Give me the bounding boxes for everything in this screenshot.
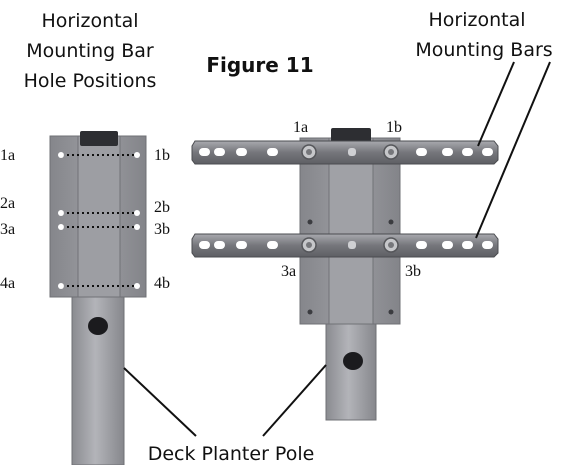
left-bracket-cap [80,131,118,146]
right-pole-hole [343,352,363,370]
leader-line-bottom-bar [475,61,551,239]
right-title-line-2: Mounting Bars [415,39,552,61]
left-bracket-channel [77,135,121,298]
hole-label-3a: 3a [0,221,15,238]
photo-label-3b: 3b [405,263,421,280]
hole-label-2a: 2a [0,195,15,212]
mounting-bar-top [191,140,499,165]
right-bracket-photo: 1a 1b 3a 3b [191,119,499,421]
leader-line-right-pole [262,364,327,437]
right-title: Horizontal Mounting Bars [415,9,552,61]
hole-label-1b: 1b [154,147,170,164]
hole-label-1a: 1a [0,147,15,164]
photo-label-3a: 3a [281,263,296,280]
photo-label-1b: 1b [386,119,402,136]
pole-label: Deck Planter Pole [148,443,315,465]
right-bracket-cap [331,128,371,144]
leader-line-left-pole [123,367,197,437]
left-title: Horizontal Mounting Bar Hole Positions [24,10,157,92]
right-bracket-channel [328,137,374,325]
hole-row-4 [58,283,140,289]
hole-label-4b: 4b [154,275,170,292]
left-title-line-1: Horizontal [41,10,138,32]
hole-label-2b: 2b [154,199,170,216]
figure-title: Figure 11 [206,53,313,77]
left-title-line-3: Hole Positions [24,70,157,92]
hole-row-3 [58,224,140,230]
hole-label-3b: 3b [154,221,170,238]
photo-label-1a: 1a [293,119,308,136]
right-title-line-1: Horizontal [428,9,525,31]
leader-line-top-bar [477,61,515,147]
hole-row-1 [58,152,140,158]
hole-row-2 [58,210,140,216]
mounting-bar-bottom [191,233,499,258]
left-pole-hole [88,317,108,335]
leader-lines [123,61,551,437]
left-bracket-diagram: 1a 1b 2a 2b 3a 3b 4a 4b [0,131,170,465]
hole-label-4a: 4a [0,275,15,292]
left-title-line-2: Mounting Bar [26,40,154,62]
